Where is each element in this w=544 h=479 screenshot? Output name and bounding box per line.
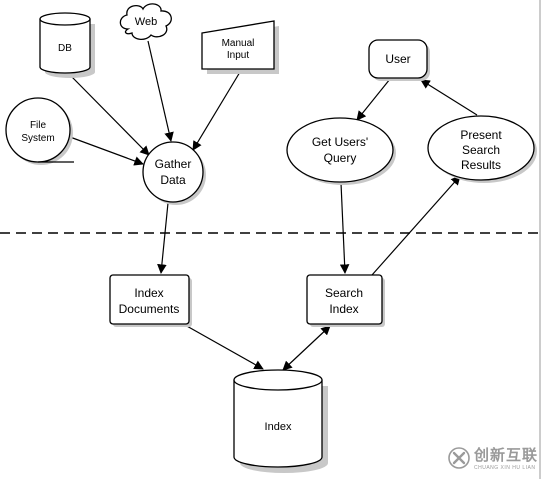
node-search-index: Search Index bbox=[306, 274, 385, 327]
node-user: User bbox=[368, 39, 430, 81]
node-index-documents-label-1: Index bbox=[134, 286, 163, 300]
node-file-system: File System bbox=[5, 97, 74, 165]
edge-user-to-get-users-query bbox=[356, 78, 391, 121]
watermark-text: 创新互联 bbox=[473, 446, 538, 464]
edge-manual-input-to-gather-data bbox=[192, 71, 241, 151]
logo-x-icon bbox=[448, 446, 470, 469]
edge-db-to-gather-data bbox=[71, 76, 150, 156]
node-manual-input-label-2: Input bbox=[227, 50, 249, 61]
node-get-users-query-label-2: Query bbox=[324, 151, 357, 165]
watermark-subtext: CHUANG XIN HU LIAN bbox=[473, 465, 536, 471]
node-search-index-label-2: Index bbox=[329, 302, 358, 316]
node-index-documents-label-2: Documents bbox=[119, 302, 180, 316]
node-present-search-results-label-2: Search bbox=[462, 143, 500, 157]
node-manual-input: Manual Input bbox=[201, 20, 279, 74]
node-file-system-label-2: System bbox=[21, 133, 54, 144]
node-gather-data-label-2: Data bbox=[160, 173, 186, 187]
node-index: Index bbox=[233, 369, 328, 473]
node-index-label: Index bbox=[265, 421, 292, 433]
edge-get-users-query-to-search-index bbox=[339, 182, 350, 274]
node-search-index-label-1: Search bbox=[325, 286, 363, 300]
node-get-users-query: Get Users' Query bbox=[286, 117, 396, 185]
edge-gather-data-to-index-documents bbox=[157, 202, 169, 274]
edge-file-system-to-gather-data bbox=[69, 136, 144, 166]
node-gather-data-label-1: Gather bbox=[155, 157, 192, 171]
edge-search-index-to-present-search-results bbox=[371, 175, 461, 276]
node-gather-data: Gather Data bbox=[142, 141, 206, 205]
edges-layer bbox=[69, 40, 478, 371]
edge-present-search-results-to-user bbox=[420, 79, 478, 116]
watermark: 创新互联 CHUANG XIN HU LIAN bbox=[448, 444, 538, 471]
edge-index-to-search-index bbox=[282, 325, 331, 371]
node-index-documents: Index Documents bbox=[109, 274, 192, 327]
node-get-users-query-label-1: Get Users' bbox=[312, 135, 368, 149]
node-user-label: User bbox=[385, 52, 410, 66]
node-present-search-results-label-1: Present bbox=[460, 128, 502, 142]
node-db: DB bbox=[39, 12, 95, 78]
node-web: Web bbox=[119, 3, 172, 40]
node-db-label: DB bbox=[58, 43, 72, 54]
edge-web-to-gather-data bbox=[147, 40, 174, 142]
edge-index-documents-to-index bbox=[184, 324, 264, 370]
node-web-label: Web bbox=[135, 16, 157, 28]
node-manual-input-label-1: Manual bbox=[222, 38, 255, 49]
node-present-search-results-label-3: Results bbox=[461, 158, 501, 172]
node-file-system-label-1: File bbox=[30, 120, 47, 131]
node-present-search-results: Present Search Results bbox=[427, 115, 537, 183]
